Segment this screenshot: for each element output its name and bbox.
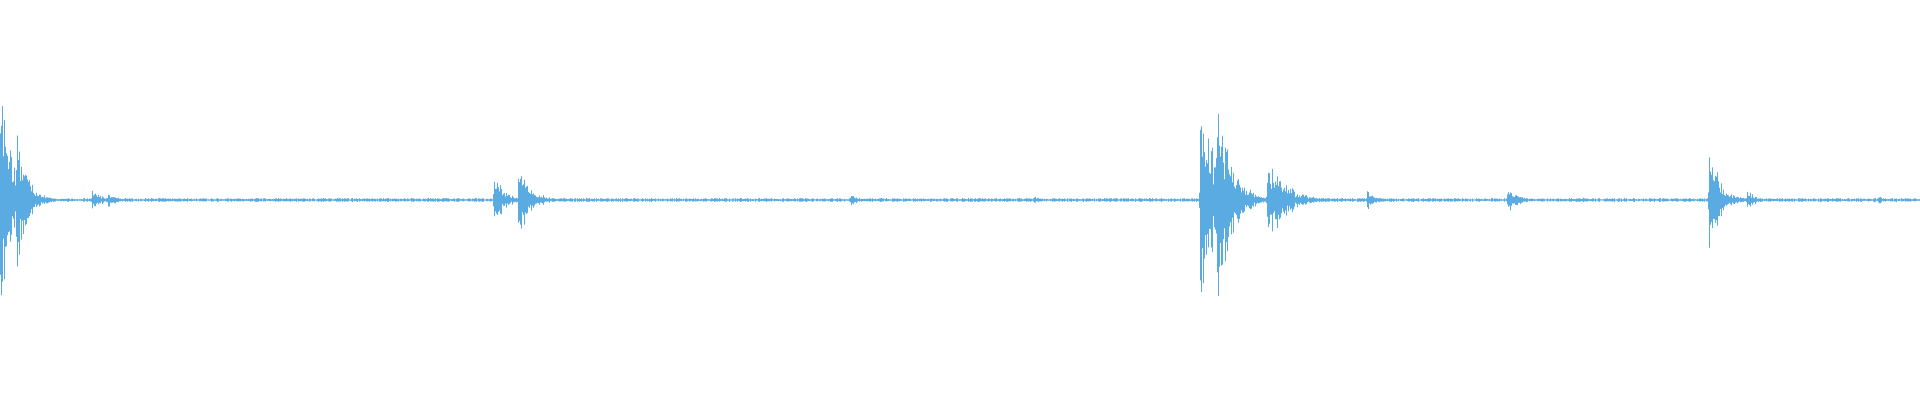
waveform-samples: [0, 106, 1920, 296]
waveform-path: [0, 106, 1920, 296]
